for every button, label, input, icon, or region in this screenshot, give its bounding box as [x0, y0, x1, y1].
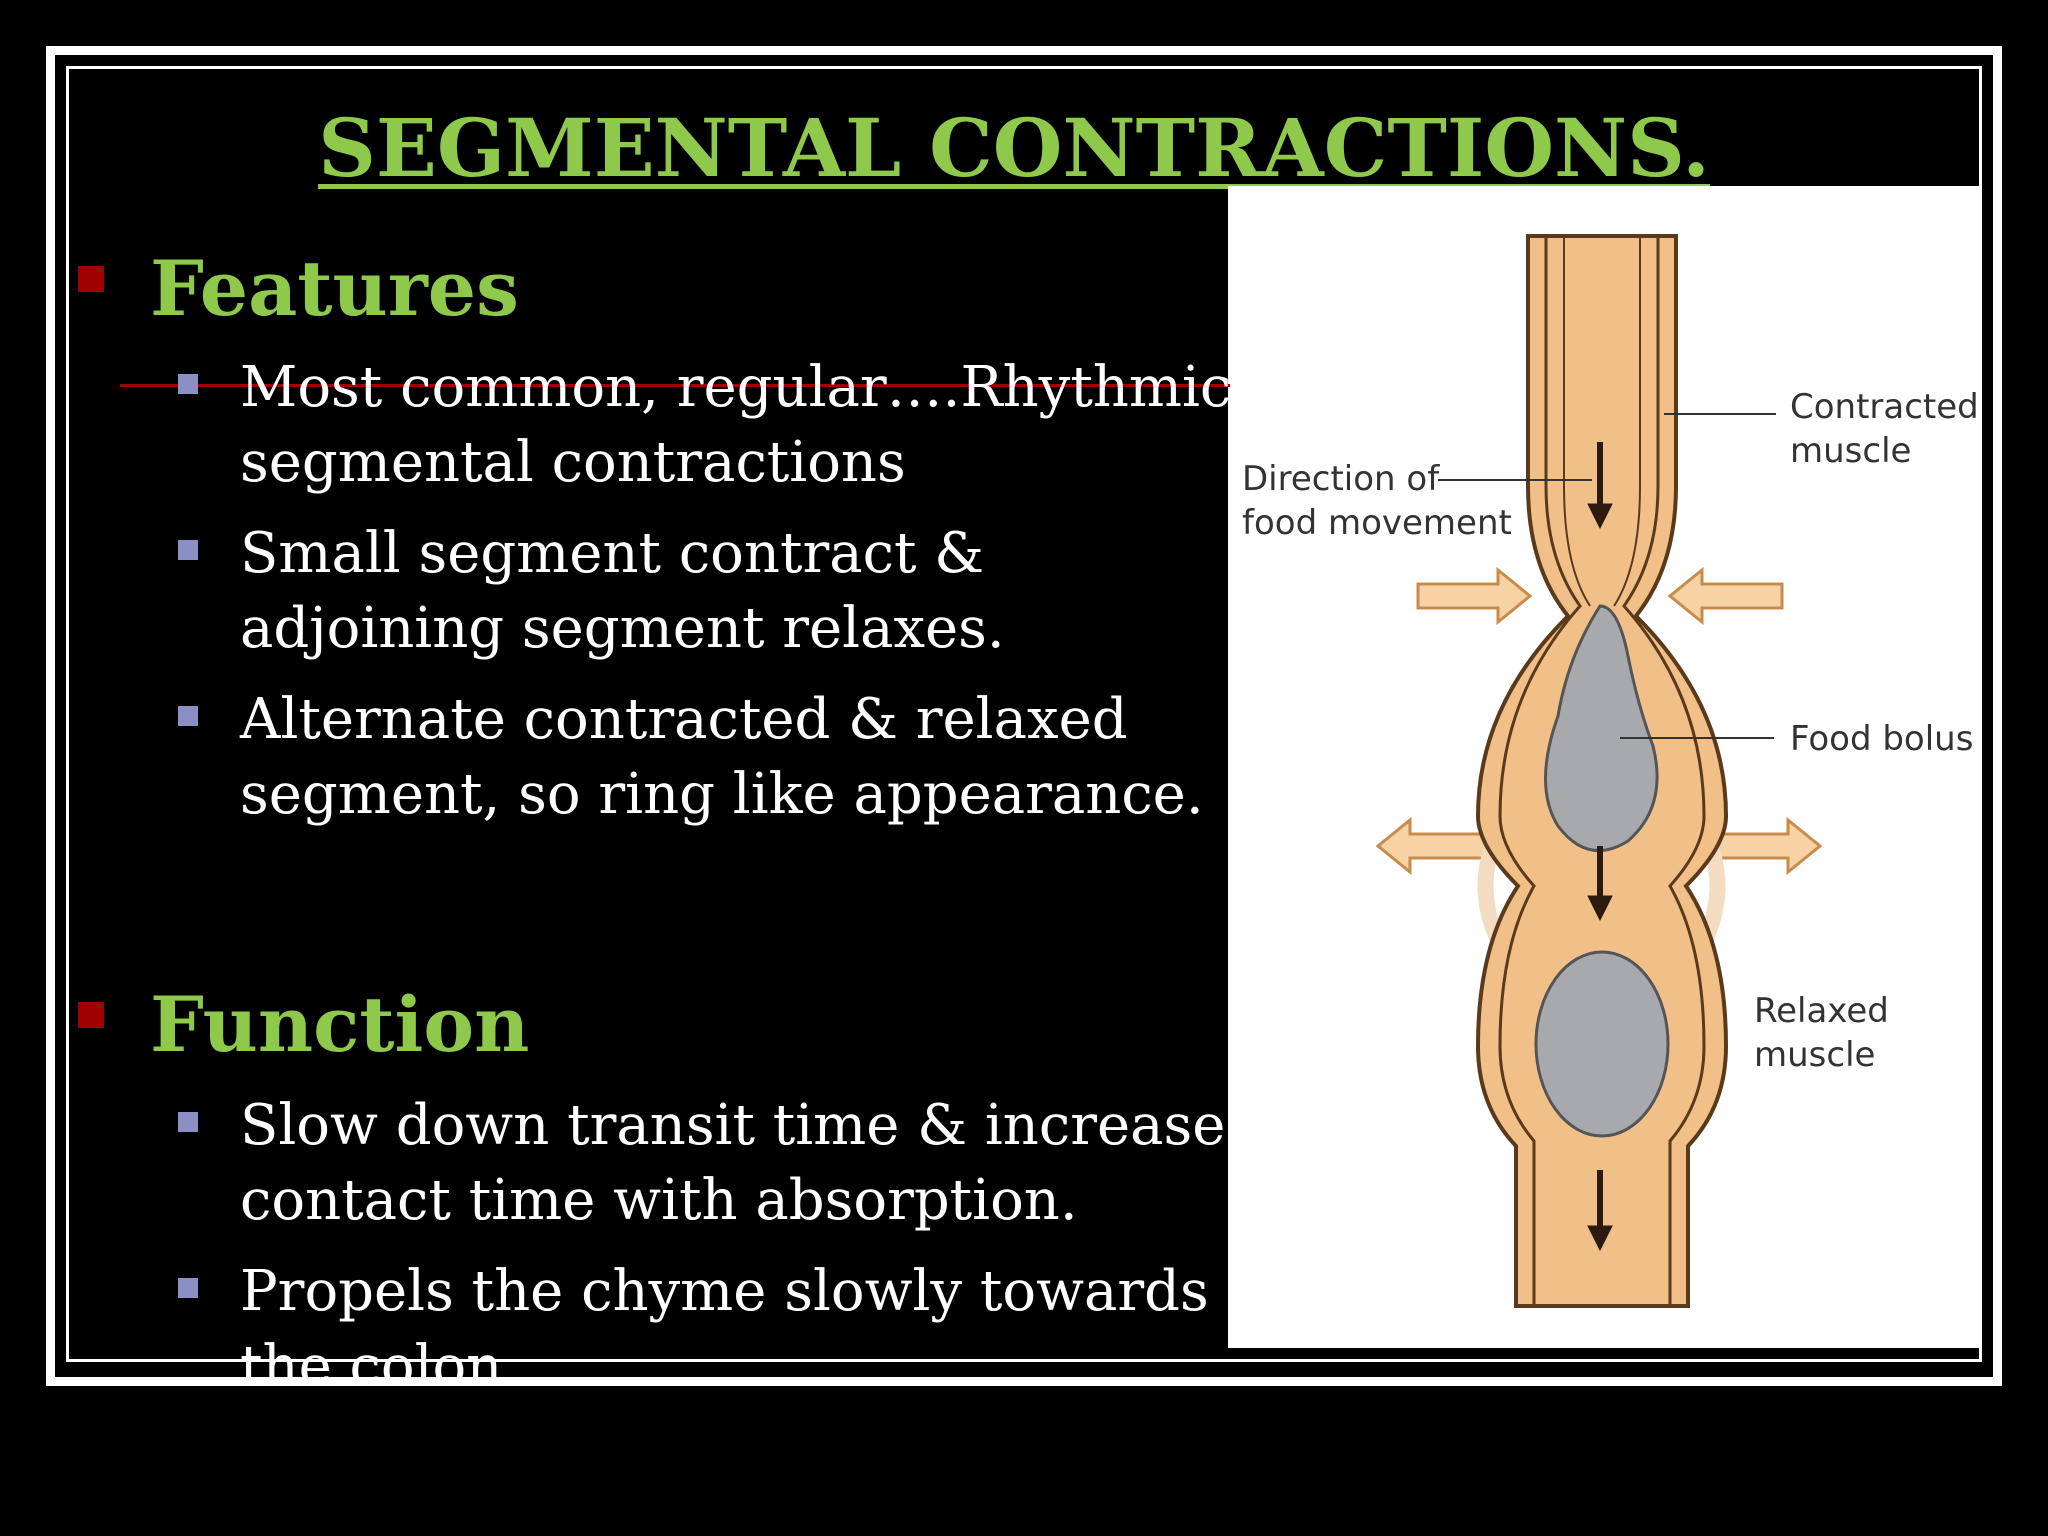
slide-frame-inner — [66, 66, 1982, 1362]
direction-arrows — [1587, 442, 1613, 1252]
label-direction-2: food movement — [1242, 503, 1512, 543]
down-arrow-2 — [1587, 895, 1613, 922]
food-bolus-lower — [1534, 950, 1670, 1138]
inner-wall-left — [1498, 236, 1582, 1306]
bullet-square — [178, 1278, 198, 1298]
label-contracted-1: Contracted — [1790, 387, 1979, 427]
down-arrow-1 — [1587, 503, 1613, 530]
features-heading-text: Features — [150, 244, 519, 333]
features-bullet-2-text: Small segment contract & adjoining segme… — [240, 521, 1005, 661]
intestine-diagram: Contracted muscle Direction of food move… — [1242, 234, 1979, 1308]
function-bullet-2-text: Propels the chyme slowly towards the col… — [240, 1259, 1209, 1399]
bullet-square — [178, 1112, 198, 1132]
bullet-square — [178, 374, 198, 394]
arrow-out-left — [1375, 816, 1492, 876]
down-arrow-3 — [1587, 1225, 1613, 1252]
features-bullet-1-text: Most common, regular….Rhythmic segmental… — [240, 355, 1232, 495]
function-bullet-1-text: Slow down transit time & increase contac… — [240, 1093, 1226, 1233]
arrow-in-right — [1667, 566, 1784, 626]
segmental-contraction-figure: Contracted muscle Direction of food move… — [1228, 186, 1980, 1348]
bullet-square — [178, 540, 198, 560]
function-heading-text: Function — [150, 980, 530, 1069]
red-square-marker — [78, 1002, 104, 1028]
label-direction-1: Direction of — [1242, 459, 1440, 499]
bullet-square — [178, 706, 198, 726]
contraction-arrows — [1375, 566, 1823, 876]
label-relaxed-2: muscle — [1754, 1035, 1875, 1075]
slide-frame-outer — [46, 46, 2002, 1386]
food-bolus-upper — [1544, 604, 1659, 853]
arrow-in-left — [1416, 566, 1533, 626]
red-square-marker — [78, 266, 104, 292]
label-relaxed-1: Relaxed — [1754, 991, 1889, 1031]
inner-wall-right — [1622, 236, 1706, 1306]
features-bullet-3-text: Alternate contracted & relaxed segment, … — [240, 687, 1204, 827]
slide-title: SEGMENTAL CONTRACTIONS. — [318, 101, 1710, 195]
red-divider-line — [120, 384, 1230, 387]
label-bolus: Food bolus — [1790, 719, 1973, 759]
label-contracted-2: muscle — [1790, 431, 1911, 471]
